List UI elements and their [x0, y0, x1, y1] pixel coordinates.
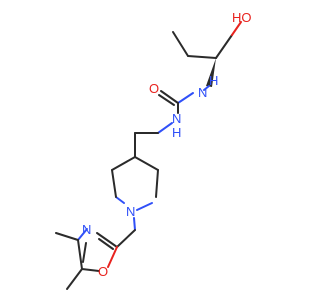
bond-ox-e	[107, 246, 118, 268]
bond-nh-ch2	[157, 122, 173, 134]
bond-pip-f	[111, 169, 117, 198]
bond-ch2oh	[215, 34, 233, 59]
bond-ox-b	[77, 228, 88, 241]
bond-n-carbonyl	[177, 92, 194, 104]
bond-ox-a-double	[98, 238, 114, 250]
molecule-canvas: HO H N O N H N N O	[55, 10, 252, 290]
bond-pip-g	[111, 156, 136, 171]
bond-ch2-oxazole	[116, 229, 136, 248]
label-hydroxyl: HO	[232, 10, 252, 25]
bond-pip-e	[115, 196, 125, 204]
bond-co-double	[158, 94, 175, 106]
label-oxazole-o: O	[98, 264, 108, 279]
label-nh-top-h: H	[209, 73, 218, 88]
bond-methyl-1	[55, 232, 79, 241]
bond-pip-b	[134, 156, 159, 171]
bond-wedge-n	[203, 85, 210, 91]
bond-ox-d	[81, 268, 100, 272]
bond-ethyl-1	[172, 31, 189, 57]
bond-pip-c	[155, 169, 159, 198]
bond-ox-c	[77, 239, 83, 270]
bond-pip-d	[136, 202, 153, 211]
bond-ox-a	[96, 232, 118, 248]
label-oxazole-n: N	[82, 222, 91, 237]
bond-n-ch2	[133, 217, 136, 231]
label-nh-mid-n: N	[172, 111, 181, 126]
label-piperidine-n: N	[126, 204, 135, 219]
bond-ox-c-double	[82, 242, 87, 263]
label-nh-top-n: N	[198, 85, 207, 100]
label-nh-mid-h: H	[172, 125, 181, 140]
molecule-structure: HO H N O N H N N O	[55, 10, 252, 290]
bond-ethyl-2	[187, 55, 217, 59]
bond-co	[160, 90, 179, 104]
stereo-wedge-bond	[206, 58, 216, 87]
bond-oh	[231, 21, 242, 36]
bond-methyl-2	[66, 268, 83, 290]
label-carbonyl-o: O	[149, 81, 159, 96]
